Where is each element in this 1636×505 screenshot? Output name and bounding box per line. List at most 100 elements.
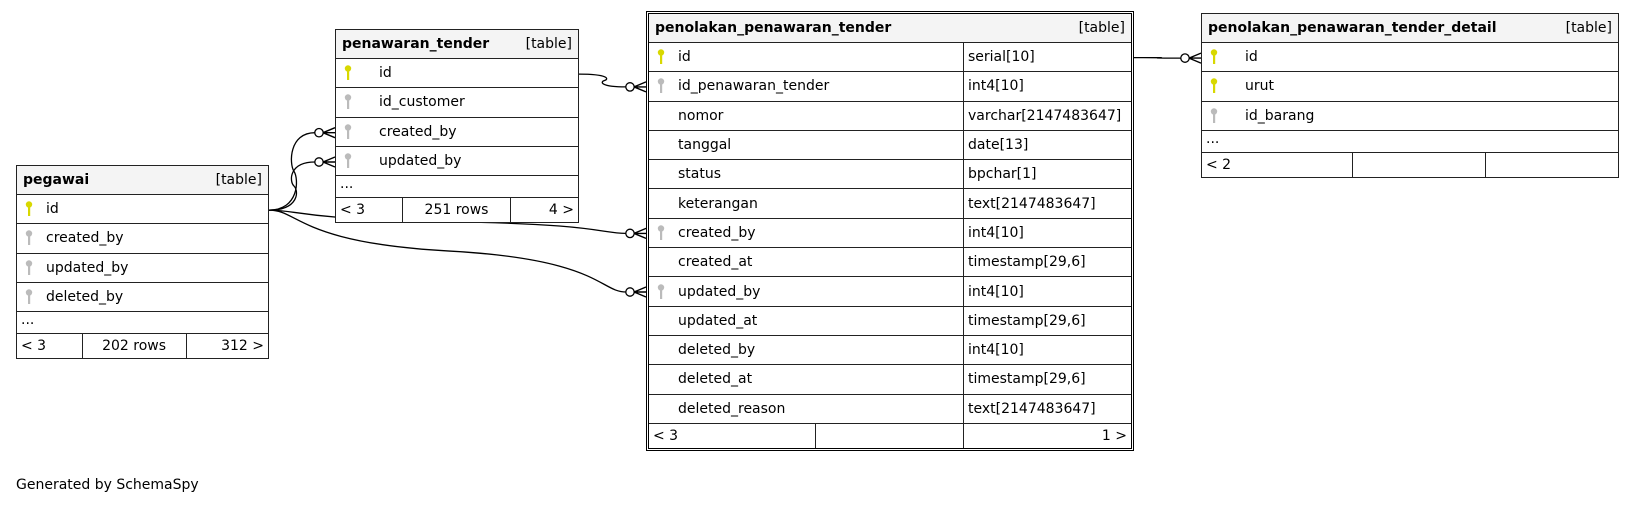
zero-optional-icon [1180, 53, 1190, 63]
children-count[interactable]: 1 > [963, 423, 1131, 448]
table-footer: < 3 1 > [649, 423, 1131, 448]
column-name: status [678, 166, 722, 183]
table-name: penolakan_penawaran_tender [655, 20, 892, 36]
table-name: penawaran_tender [342, 36, 490, 52]
column-name: id [1245, 49, 1258, 66]
crows-foot-many-icon [1188, 52, 1202, 64]
table-header: penawaran_tender[table] [336, 30, 578, 59]
crows-foot-many-icon [322, 156, 336, 168]
column-name: updated_by [46, 259, 129, 276]
column-row-created-by[interactable]: created_by [336, 118, 578, 147]
column-row-urut[interactable]: urut [1202, 72, 1618, 102]
foreign-key-icon [24, 288, 38, 306]
children-count[interactable] [1484, 152, 1618, 177]
row-count: 202 rows [81, 334, 186, 359]
column-name: id [678, 49, 691, 66]
crows-foot-many-icon [633, 286, 647, 298]
column-row-deleted-by[interactable]: deleted_by [17, 283, 268, 313]
relationship-line [268, 132, 316, 211]
column-name: created_at [678, 254, 753, 271]
more-columns[interactable]: ... [17, 312, 268, 335]
children-count[interactable]: 312 > [185, 334, 268, 359]
column-name: deleted_by [46, 289, 124, 306]
generated-by-label: Generated by SchemaSpy [16, 477, 199, 493]
column-row-tanggal[interactable]: tanggal date[13] [649, 130, 1131, 161]
column-row-id[interactable]: id [1202, 43, 1618, 73]
more-columns[interactable]: ... [1202, 131, 1618, 153]
column-name: urut [1245, 78, 1274, 95]
row-count: 251 rows [402, 198, 509, 223]
column-type: date[13] [963, 130, 1131, 160]
table-name: pegawai [23, 172, 90, 188]
column-row-updated-by[interactable]: updated_by [336, 147, 578, 177]
table-tag: [table] [1078, 20, 1125, 36]
column-name: id_customer [379, 94, 465, 111]
column-name: created_by [46, 230, 124, 247]
column-row-keterangan[interactable]: keterangan text[2147483647] [649, 189, 1131, 219]
primary-key-icon [24, 200, 38, 218]
foreign-key-icon [656, 283, 670, 301]
foreign-key-icon [343, 152, 357, 170]
column-type: int4[10] [963, 277, 1131, 306]
crows-foot-many-icon [633, 81, 647, 93]
table-tag: [table] [1565, 20, 1612, 36]
table-header: penolakan_penawaran_tender [table] [649, 14, 1131, 43]
table-footer: < 2 [1202, 152, 1618, 177]
primary-key-icon [1209, 48, 1223, 66]
zero-optional-icon [625, 82, 635, 92]
zero-optional-icon [625, 287, 635, 297]
column-name: deleted_at [678, 371, 753, 388]
column-name: keterangan [678, 195, 758, 212]
more-columns[interactable]: ... [336, 176, 578, 199]
column-row-id-barang[interactable]: id_barang [1202, 102, 1618, 131]
row-count [1352, 152, 1484, 177]
zero-optional-icon [314, 157, 324, 167]
column-type: int4[10] [963, 218, 1131, 248]
column-row-created-by[interactable]: created_by [17, 224, 268, 254]
table-penolakan-penawaran-tender-detail[interactable]: penolakan_penawaran_tender_detail [table]… [1201, 13, 1619, 178]
column-row-id-penawaran-tender[interactable]: id_penawaran_tender int4[10] [649, 72, 1131, 102]
parents-count[interactable]: < 3 [340, 202, 366, 219]
parents-count[interactable]: < 3 [653, 427, 679, 444]
column-row-updated-by[interactable]: updated_by [17, 254, 268, 283]
relationship-line [268, 209, 627, 293]
parents-count[interactable]: < 2 [1206, 156, 1232, 173]
column-row-id-customer[interactable]: id_customer [336, 88, 578, 118]
foreign-key-icon [343, 93, 357, 111]
zero-optional-icon [625, 228, 635, 239]
foreign-key-icon [1209, 107, 1223, 125]
table-name: penolakan_penawaran_tender_detail [1208, 20, 1497, 36]
column-type: varchar[2147483647] [963, 101, 1131, 130]
column-type: int4[10] [963, 72, 1131, 101]
column-row-id[interactable]: id [336, 59, 578, 89]
column-name: tanggal [678, 137, 732, 154]
foreign-key-icon [343, 123, 357, 141]
parents-count[interactable]: < 3 [21, 338, 47, 355]
table-header: pegawai[table] [17, 166, 268, 195]
column-name: deleted_by [678, 342, 756, 359]
column-name: deleted_reason [678, 400, 786, 417]
foreign-key-icon [656, 224, 670, 242]
children-count[interactable]: 4 > [509, 198, 578, 223]
primary-key-icon [656, 48, 670, 66]
crows-foot-many-icon [322, 127, 336, 139]
column-name: id_penawaran_tender [678, 78, 830, 95]
column-type: timestamp[29,6] [963, 306, 1131, 335]
column-row-id[interactable]: id [17, 195, 268, 225]
column-type: text[2147483647] [963, 189, 1131, 218]
table-header: penolakan_penawaran_tender_detail [table] [1202, 14, 1618, 43]
